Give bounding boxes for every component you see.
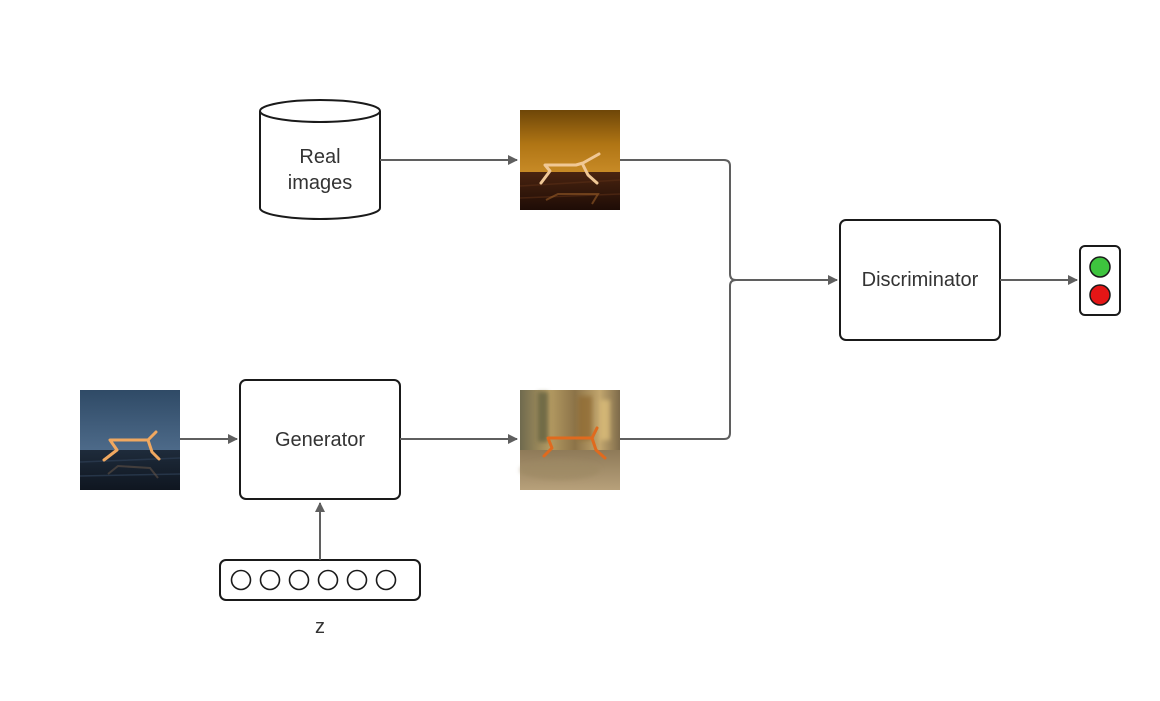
real-indicator-light xyxy=(1089,256,1111,278)
generator-label: Generator xyxy=(275,429,365,451)
latent-unit xyxy=(375,569,397,591)
latent-label: z xyxy=(315,616,325,638)
real-images-database: Real images xyxy=(259,99,381,220)
latent-unit xyxy=(230,569,252,591)
latent-circles xyxy=(230,569,397,591)
line-real-to-merge xyxy=(620,159,737,281)
connectors xyxy=(180,155,1078,560)
latent-unit xyxy=(317,569,339,591)
latent-unit xyxy=(259,569,281,591)
fake-indicator-light xyxy=(1089,284,1111,306)
latent-vector: z xyxy=(219,559,421,638)
real-images-label-line1: Real xyxy=(299,146,340,168)
generated-sample-image xyxy=(520,390,620,490)
generator-box: Generator xyxy=(239,379,401,500)
discriminator-box: Discriminator xyxy=(839,219,1001,341)
latent-unit xyxy=(288,569,310,591)
traffic-light-icon xyxy=(1079,245,1121,316)
real-sample-image xyxy=(519,110,621,210)
input-frame-image xyxy=(79,390,181,490)
discriminator-label: Discriminator xyxy=(862,269,979,291)
latent-unit xyxy=(346,569,368,591)
real-images-label-line2: images xyxy=(288,172,352,194)
line-fake-to-merge xyxy=(620,279,737,440)
